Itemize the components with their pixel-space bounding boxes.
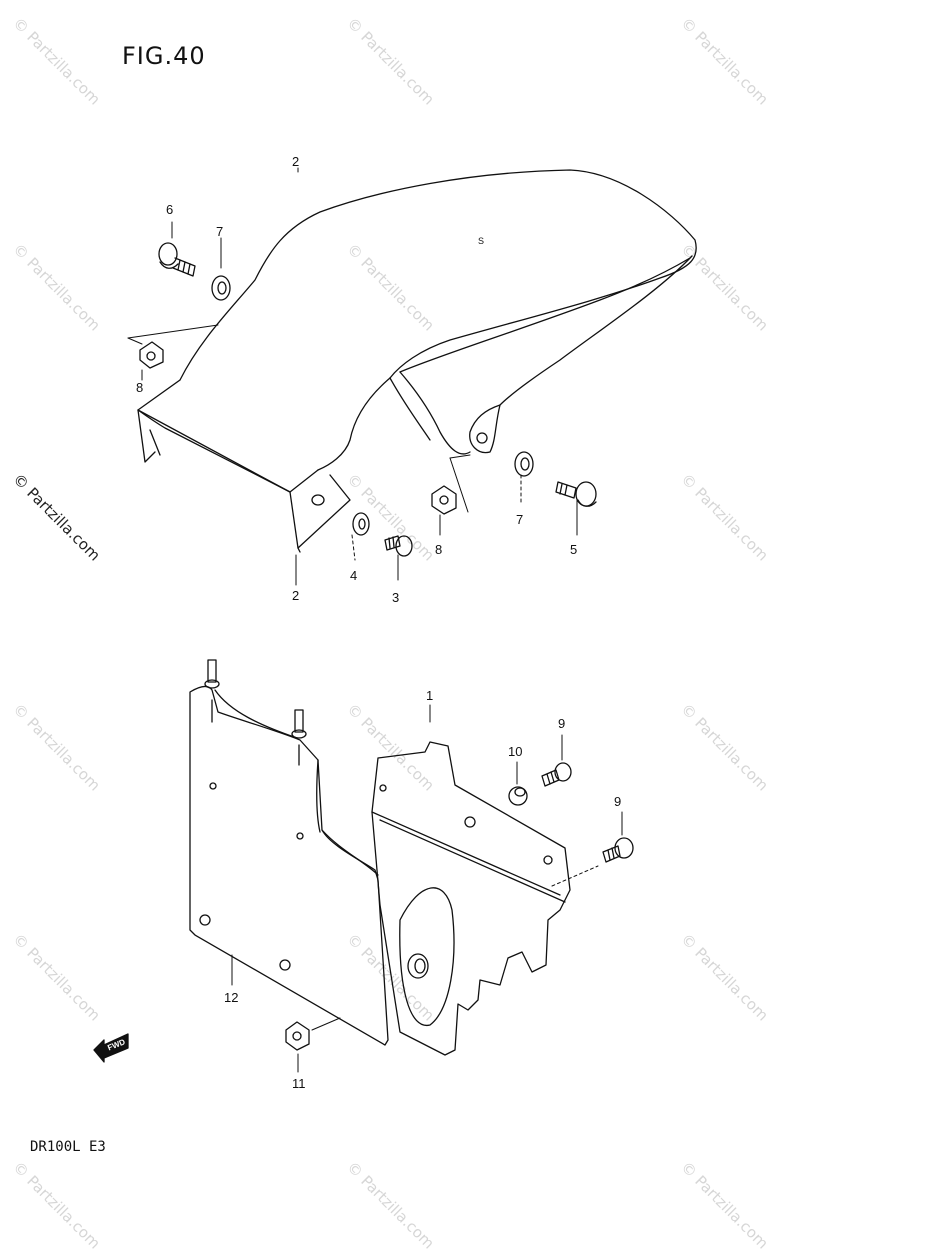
callout-6: 6 xyxy=(166,202,173,217)
callout-11: 11 xyxy=(292,1076,306,1091)
leader-lines-upper xyxy=(128,168,577,585)
callout-7: 7 xyxy=(216,224,223,239)
bolt-part-6 xyxy=(159,243,195,276)
bolt-part-5 xyxy=(556,482,596,506)
bracket-part-1 xyxy=(372,742,570,1055)
washer-part-4 xyxy=(353,513,369,535)
callout-10: 10 xyxy=(508,744,522,759)
washer-part-7b xyxy=(515,452,533,476)
parts-diagram: S xyxy=(0,154,944,1091)
callout-3: 3 xyxy=(392,590,399,605)
bolt-part-9a xyxy=(542,763,571,786)
nut-part-11 xyxy=(286,1022,309,1050)
callout-2: 2 xyxy=(292,154,299,169)
callout-4: 4 xyxy=(350,568,357,583)
callout-7: 7 xyxy=(516,512,523,527)
callout-1: 1 xyxy=(426,688,433,703)
callout-9: 9 xyxy=(558,716,565,731)
callout-12: 12 xyxy=(224,990,238,1005)
panel-part-12 xyxy=(190,660,388,1045)
callout-8: 8 xyxy=(136,380,143,395)
callouts: 6 7 8 2 2 4 3 8 7 5 1 10 9 9 12 11 xyxy=(136,154,621,1091)
forward-arrow-icon: FWD xyxy=(94,1034,128,1062)
collar-part-10 xyxy=(509,787,527,805)
bolt-part-3 xyxy=(385,536,412,556)
callout-8: 8 xyxy=(435,542,442,557)
callout-9: 9 xyxy=(614,794,621,809)
svg-text:S: S xyxy=(478,236,484,246)
figure-title: FIG.40 xyxy=(122,42,206,70)
washer-part-7a xyxy=(212,276,230,300)
callout-5: 5 xyxy=(570,542,577,557)
nut-part-8b xyxy=(432,486,456,514)
cover-part-2: S xyxy=(138,170,696,552)
leader-lines-lower xyxy=(232,705,622,1072)
nut-part-8a xyxy=(140,342,163,368)
bolt-part-9b xyxy=(603,838,633,862)
model-code: DR100L E3 xyxy=(30,1139,106,1155)
callout-2: 2 xyxy=(292,588,299,603)
